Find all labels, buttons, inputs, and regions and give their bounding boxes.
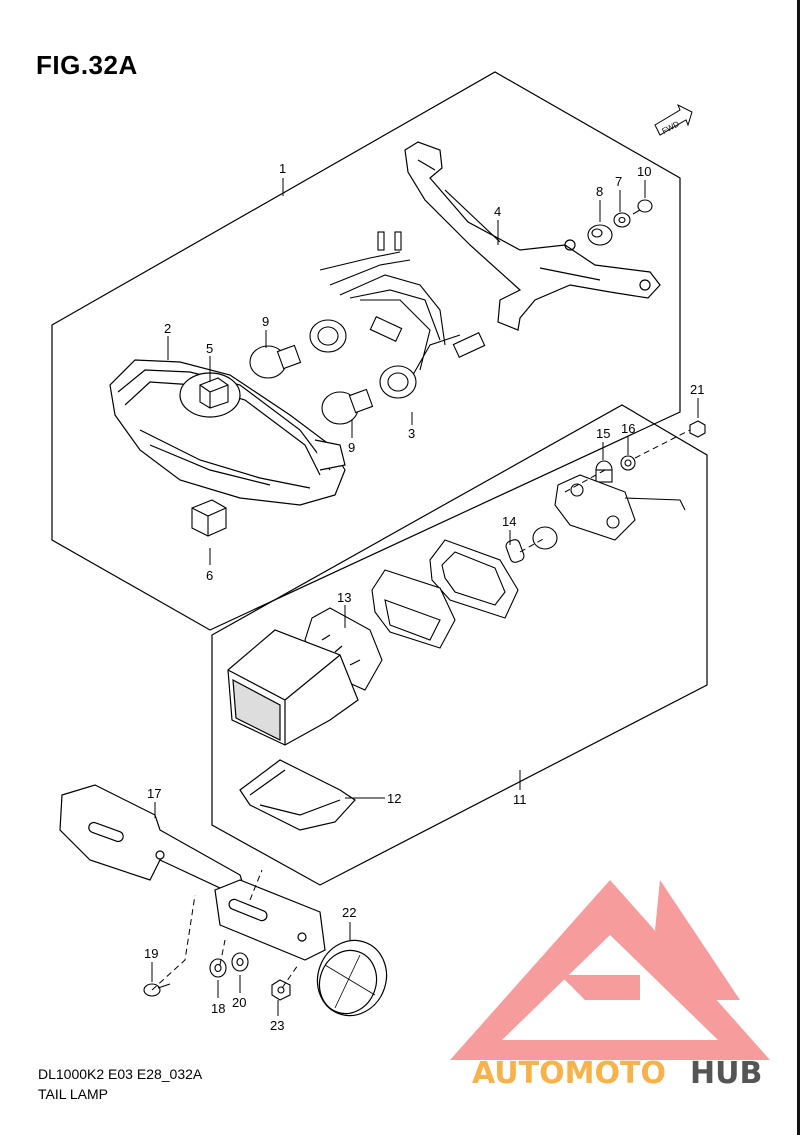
callout-12: 12 xyxy=(387,791,401,806)
watermark-logo xyxy=(450,880,770,1060)
bulb-part-9-lower xyxy=(321,388,374,425)
assembly-box-1 xyxy=(51,71,681,631)
figure-title: FIG.32A xyxy=(36,50,138,80)
callout-6: 6 xyxy=(206,568,213,583)
washer-part-7 xyxy=(613,212,631,228)
callout-18: 18 xyxy=(211,1001,225,1016)
washer-part-16 xyxy=(620,455,636,471)
wedge-bulb-part-14 xyxy=(505,539,525,563)
callout-11: 11 xyxy=(513,792,527,807)
callout-labels: 1 2 3 4 5 6 7 8 9 9 10 11 12 13 14 15 16… xyxy=(144,161,704,1033)
callout-2: 2 xyxy=(164,321,171,336)
bulb-part-9-upper xyxy=(249,344,302,379)
grommet-part-15 xyxy=(595,460,613,483)
fwd-arrow-icon: FWD xyxy=(654,103,693,136)
watermark-text: AUTOMOTO HUB xyxy=(472,1056,762,1091)
callout-16: 16 xyxy=(621,421,635,436)
cube-part-6 xyxy=(191,499,227,537)
figure-name: TAIL LAMP xyxy=(38,1086,109,1102)
assembly-box-11 xyxy=(211,404,708,886)
bracket-part-17 xyxy=(59,784,246,896)
callout-20: 20 xyxy=(232,995,246,1010)
callout-8: 8 xyxy=(596,184,603,199)
cube-part-5 xyxy=(199,377,229,409)
callout-17: 17 xyxy=(147,786,161,801)
callout-4: 4 xyxy=(494,204,501,219)
callout-22: 22 xyxy=(342,905,356,920)
callout-21: 21 xyxy=(690,382,704,397)
callout-9a: 9 xyxy=(262,314,269,329)
callout-14: 14 xyxy=(502,514,516,529)
svg-text:AUTOMOTO: AUTOMOTO xyxy=(472,1056,666,1091)
grommet-part-8 xyxy=(587,224,613,246)
callout-7: 7 xyxy=(615,174,622,189)
callout-9b: 9 xyxy=(348,440,355,455)
lens-part-12 xyxy=(239,759,356,831)
harness-part-3 xyxy=(309,231,486,399)
screw-part-10 xyxy=(632,199,653,215)
screw-part-19 xyxy=(143,983,171,997)
page-border xyxy=(797,0,800,1135)
callout-5: 5 xyxy=(206,341,213,356)
reflector-part-22 xyxy=(316,939,388,1017)
callout-1: 1 xyxy=(279,161,286,176)
socket-plate xyxy=(532,474,686,550)
callout-3: 3 xyxy=(408,426,415,441)
callout-10: 10 xyxy=(637,164,651,179)
washer-part-18 xyxy=(209,958,227,978)
callout-23: 23 xyxy=(270,1018,284,1033)
washer-part-20 xyxy=(231,952,249,972)
callout-15: 15 xyxy=(596,426,610,441)
tail-lamp-part-2 xyxy=(109,359,346,506)
svg-text:HUB: HUB xyxy=(690,1056,762,1091)
assembly-lines xyxy=(151,429,691,991)
nut-part-21 xyxy=(689,420,706,438)
bracket-part-17b xyxy=(214,879,326,961)
license-lamp-body xyxy=(227,629,361,746)
lens-frame xyxy=(371,539,519,649)
bracket-part-4 xyxy=(404,141,661,331)
figure-code: DL1000K2 E03 E28_032A xyxy=(38,1066,203,1082)
leader-lines xyxy=(151,178,699,1016)
nut-part-23 xyxy=(271,979,291,1001)
callout-19: 19 xyxy=(144,946,158,961)
callout-13: 13 xyxy=(337,590,351,605)
